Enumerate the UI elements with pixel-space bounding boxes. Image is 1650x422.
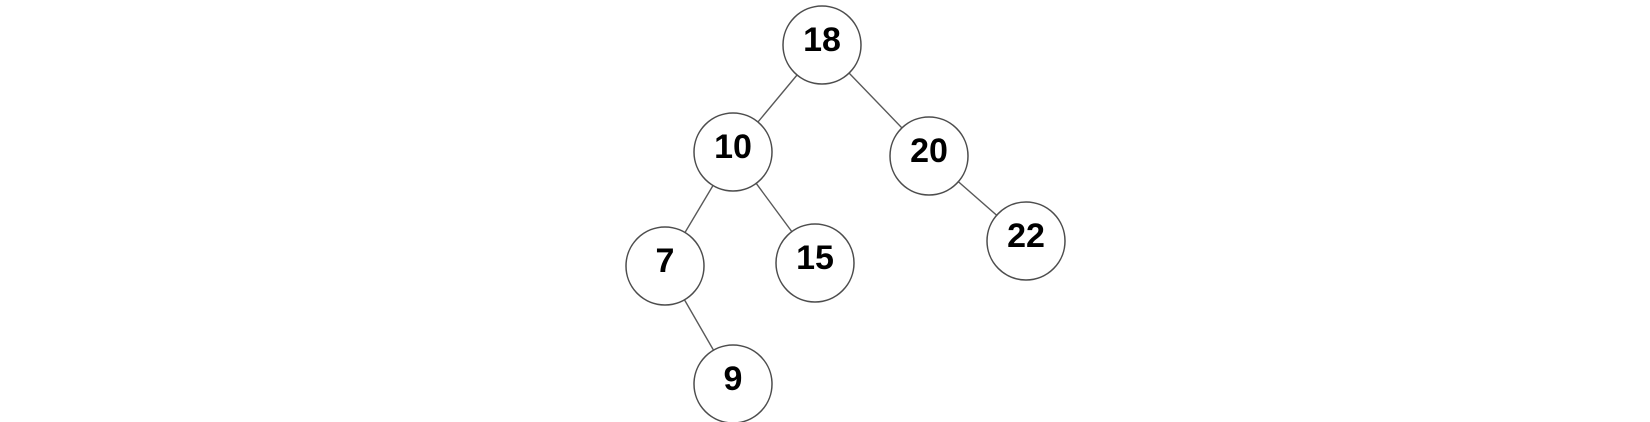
tree-node-22: 22 [986,201,1066,281]
tree-node-20: 20 [889,116,969,196]
node-label-20: 20 [910,132,948,170]
tree-node-18: 18 [782,5,862,85]
tree-node-7: 7 [625,226,705,306]
node-circle-22 [986,201,1066,281]
node-label-9: 9 [724,360,743,398]
node-circle-7 [625,226,705,306]
node-circle-15 [775,223,855,303]
node-circle-9 [693,344,773,422]
node-label-18: 18 [803,21,841,59]
node-circle-10 [693,112,773,192]
tree-node-10: 10 [693,112,773,192]
node-circle-18 [782,5,862,85]
tree-node-15: 15 [775,223,855,303]
tree-node-9: 9 [693,344,773,422]
node-label-7: 7 [656,242,675,280]
node-label-10: 10 [714,128,752,166]
node-circle-20 [889,116,969,196]
node-label-22: 22 [1007,217,1045,255]
node-label-15: 15 [796,239,834,277]
